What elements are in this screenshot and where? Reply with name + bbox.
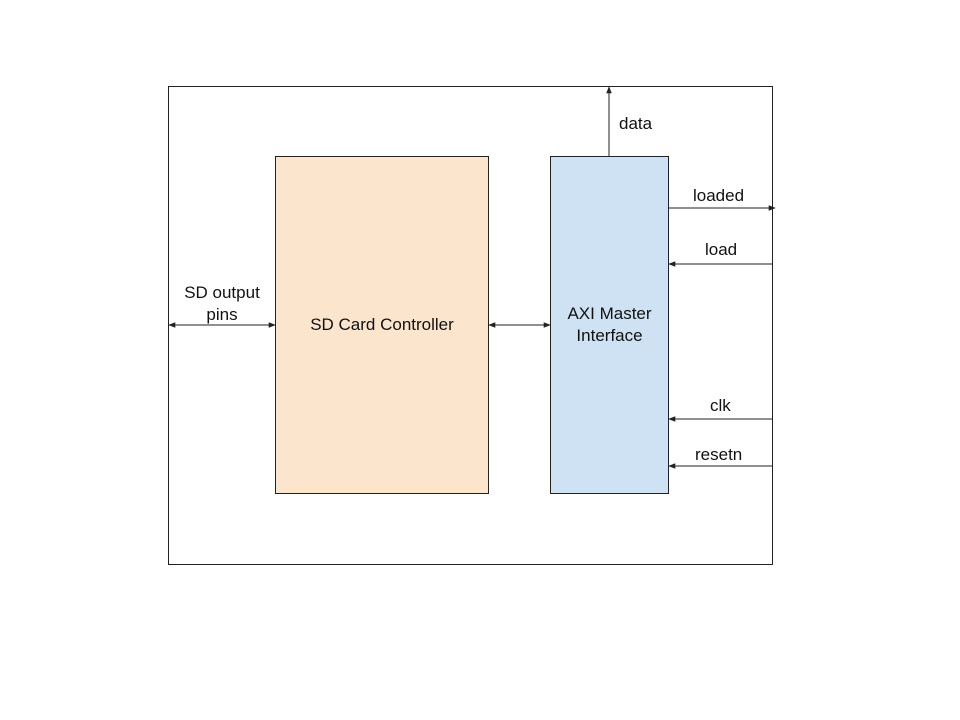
sd-output-pins-label: SD output pins (184, 283, 260, 324)
loaded-label: loaded (693, 186, 745, 205)
resetn-label: resetn (695, 445, 743, 464)
axi-master-interface-label: AXI Master Interface (567, 304, 652, 345)
clk-label: clk (710, 396, 731, 415)
load-label: load (705, 240, 738, 259)
sd-card-controller-block: SD Card Controller (275, 156, 489, 494)
axi-master-interface-block: AXI Master Interface (550, 156, 669, 494)
data-label: data (619, 114, 653, 133)
sd-card-controller-label: SD Card Controller (310, 315, 454, 334)
